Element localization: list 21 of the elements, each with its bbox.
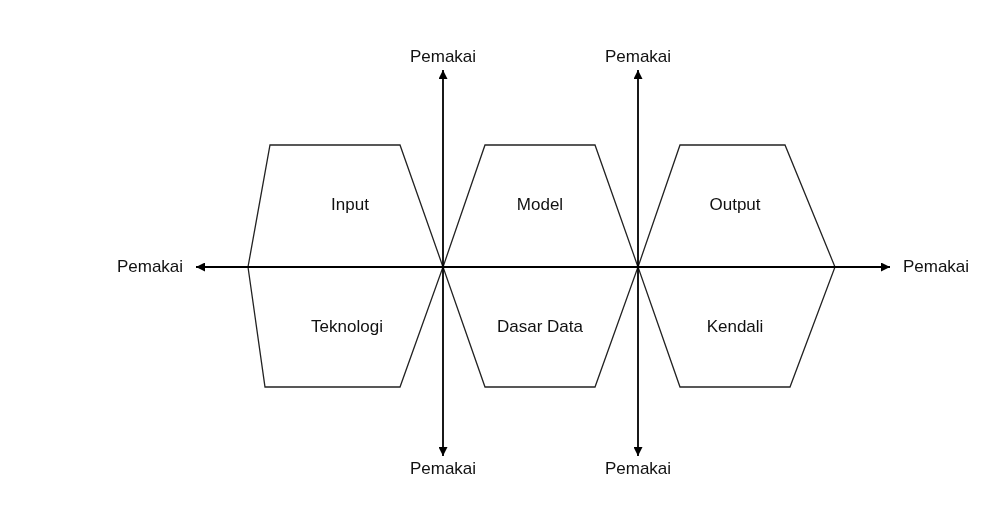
arrow [438,69,448,457]
hexagon-half-block [443,267,638,387]
hexagon-half-block [248,145,443,267]
hexagon-half-block [443,145,638,267]
block-label: Model [516,195,564,215]
user-label: Pemakai [600,456,676,482]
arrow [633,69,643,457]
block-label: Input [331,195,369,215]
user-label: Pemakai [405,456,481,482]
hexagon-half-block [638,145,835,267]
block-label: Kendali [706,317,764,337]
user-label: Pemakai [600,44,676,70]
user-label: Pemakai [890,254,982,280]
user-label: Pemakai [104,254,196,280]
block-label: Output [709,195,761,215]
arrow [195,262,891,272]
block-label: Dasar Data [497,317,583,337]
hexagon-half-block [248,267,443,387]
block-label: Teknologi [311,317,383,337]
user-label: Pemakai [405,44,481,70]
hexagon-half-block [638,267,835,387]
